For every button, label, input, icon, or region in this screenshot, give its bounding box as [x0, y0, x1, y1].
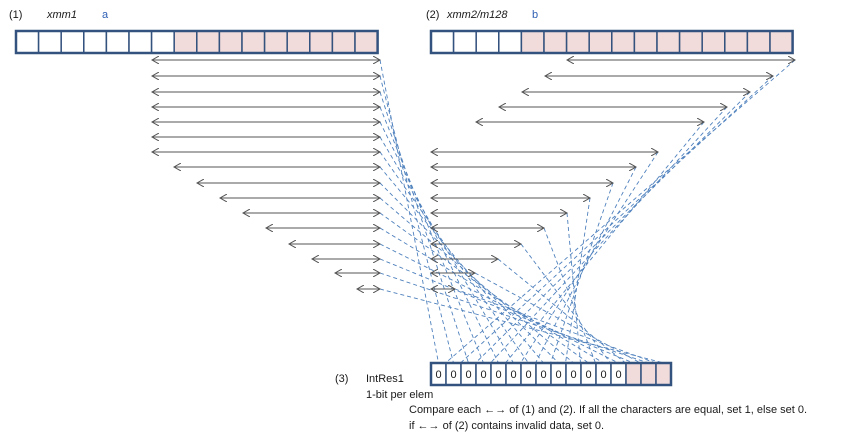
register-b-cell: [520, 30, 545, 54]
dashed-connector-group: [379, 59, 796, 364]
register-a-cell: [105, 30, 130, 54]
operand1-name-label: xmm1: [46, 9, 77, 21]
register-b-cell: [430, 30, 455, 54]
dashed-connector: [475, 91, 751, 364]
result-cell-value: 0: [600, 369, 606, 381]
register-a-outline: [14, 29, 379, 55]
dashed-connector: [474, 272, 641, 364]
register-a-cell: [263, 30, 288, 54]
register-a-cell: [173, 30, 198, 54]
register-a-cell: [37, 30, 62, 54]
result-cell-value: 0: [495, 369, 501, 381]
dashed-connector: [379, 227, 604, 364]
dashed-connector: [379, 288, 664, 364]
result-cell-value: 0: [570, 369, 576, 381]
note-line-2: if ←→ of (2) contains invalid data, set …: [409, 420, 604, 432]
register-a-cell: [196, 30, 221, 54]
result-cell: [640, 362, 657, 386]
arrow-group: [152, 60, 795, 289]
result-sub-label: 1-bit per elem: [366, 389, 433, 401]
result-outline: [429, 361, 673, 387]
register-a-cell: [309, 30, 334, 54]
register-b-cell: [543, 30, 568, 54]
operand2-index-label: (2): [426, 9, 439, 21]
register-b-cell: [769, 30, 794, 54]
register-a-cell: [60, 30, 85, 54]
dashed-connector: [379, 59, 439, 364]
register-b-cell: [746, 30, 771, 54]
dashed-connector: [445, 59, 796, 364]
result-cell-value: 0: [540, 369, 546, 381]
register-b-cell: [701, 30, 726, 54]
register-b-cell: [565, 30, 590, 54]
dashed-connector: [379, 272, 649, 364]
note-line-1: Compare each ←→ of (1) and (2). If all t…: [409, 404, 807, 416]
result-name-label: IntRes1: [366, 373, 404, 385]
register-a-cell: [150, 30, 175, 54]
register-b-cell: [588, 30, 613, 54]
dashed-connector: [520, 243, 611, 364]
result-cell-value: 0: [525, 369, 531, 381]
register-a-cell: [354, 30, 379, 54]
operand1-index-label: (1): [9, 9, 22, 21]
register-b: [429, 29, 794, 55]
register-b-cell: [678, 30, 703, 54]
register-b-cell: [475, 30, 500, 54]
dashed-connector: [379, 197, 574, 364]
operand2-var-label: b: [532, 9, 538, 21]
register-a-cell: [218, 30, 243, 54]
result-index-label: (3): [335, 373, 348, 385]
register-b-cell: [611, 30, 636, 54]
dashed-connector: [379, 212, 589, 364]
dashed-connector: [454, 288, 656, 364]
result-cell-value: 0: [585, 369, 591, 381]
register-a-cell: [331, 30, 356, 54]
register-a-cell: [241, 30, 266, 54]
operand1-var-label: a: [102, 9, 109, 21]
dashed-connector: [460, 75, 774, 364]
register-b-outline: [429, 29, 794, 55]
result-cell-value: 0: [465, 369, 471, 381]
register-a: [14, 29, 379, 55]
register-b-cell: [724, 30, 749, 54]
result-cell-value: 0: [480, 369, 486, 381]
dashed-connector: [505, 121, 705, 364]
operand2-name-label: xmm2/m128: [446, 9, 508, 21]
register-b-cell: [656, 30, 681, 54]
dashed-connector: [379, 91, 469, 364]
register-b-cell: [452, 30, 477, 54]
register-b-cell: [633, 30, 658, 54]
dashed-connector: [379, 258, 634, 364]
result-cell-value: 0: [510, 369, 516, 381]
register-a-cell: [83, 30, 108, 54]
result-cell: [625, 362, 642, 386]
dashed-connector: [379, 243, 619, 364]
dashed-connector: [379, 121, 499, 364]
register-b-cell: [498, 30, 523, 54]
result-cell-value: 0: [615, 369, 621, 381]
result-cell-value: 0: [435, 369, 441, 381]
register-a-cell: [128, 30, 153, 54]
register-a-cell: [15, 30, 40, 54]
result-cell-value: 0: [450, 369, 456, 381]
dashed-connector: [550, 182, 614, 364]
register-a-cell: [286, 30, 311, 54]
dashed-connector: [543, 227, 596, 364]
dashed-connector: [490, 106, 728, 364]
dashed-connector: [535, 166, 637, 364]
result-cell-value: 0: [555, 369, 561, 381]
result-cell: [655, 362, 672, 386]
dashed-connector: [379, 136, 514, 364]
